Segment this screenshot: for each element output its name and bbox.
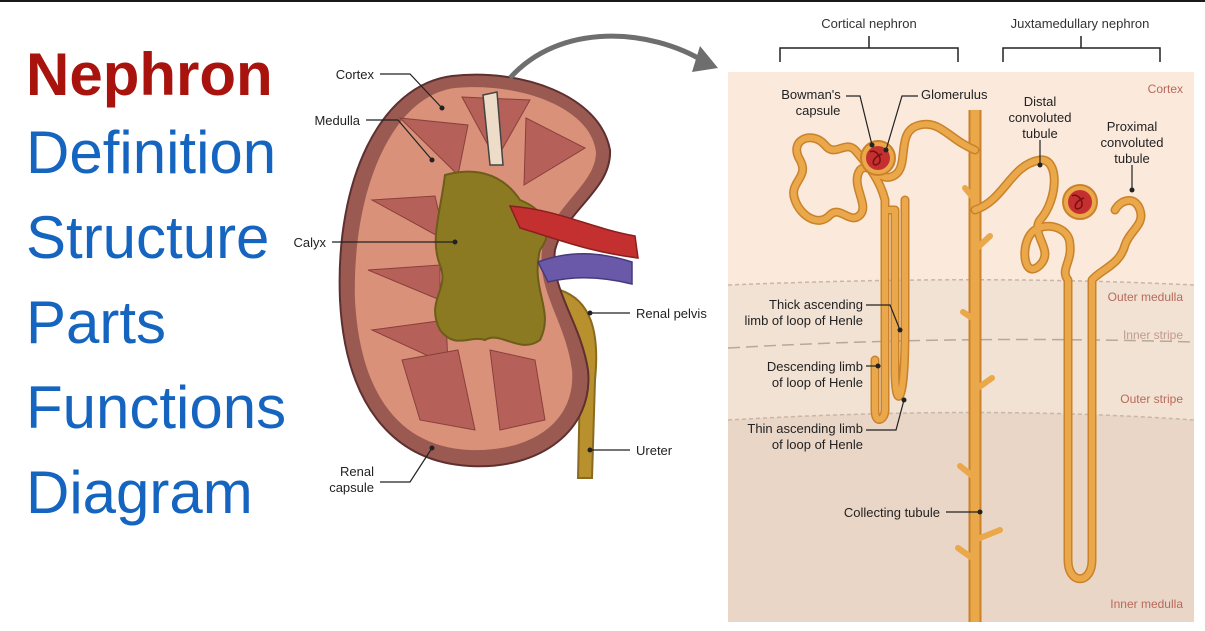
- zoom-arrow-head: [692, 46, 718, 72]
- nephron-brackets: [779, 36, 1161, 62]
- top-border: [0, 0, 1205, 2]
- label-calyx: Calyx: [293, 235, 326, 250]
- label-medulla: Medulla: [314, 113, 360, 128]
- label-renal-capsule-1: Renal: [340, 464, 374, 479]
- topic-functions[interactable]: Functions: [26, 374, 287, 441]
- label-ureter: Ureter: [636, 443, 673, 458]
- glomerulus-cortical: [860, 140, 896, 176]
- label-collecting-tubule: Collecting tubule: [844, 505, 940, 520]
- label-cortical-nephron: Cortical nephron: [821, 16, 916, 31]
- label-thin-2: of loop of Henle: [772, 437, 863, 452]
- zone-label-cortex: Cortex: [1148, 82, 1183, 96]
- label-thick-1: Thick ascending: [769, 297, 863, 312]
- label-distal-2: convoluted: [1009, 110, 1072, 125]
- label-desc-2: of loop of Henle: [772, 375, 863, 390]
- label-desc-1: Descending limb: [767, 359, 863, 374]
- renal-artery: [508, 205, 639, 259]
- label-distal-3: tubule: [1022, 126, 1057, 141]
- label-renal-capsule-2: capsule: [329, 480, 374, 495]
- topic-diagram[interactable]: Diagram: [26, 459, 253, 526]
- collecting-tubule-shape: [955, 110, 1003, 622]
- zone-label-inner-stripe: Inner stripe: [1123, 328, 1183, 342]
- kidney-illustration: [338, 33, 718, 479]
- nephron-leaders: [846, 95, 1133, 513]
- topic-definition[interactable]: Definition: [26, 119, 277, 186]
- label-thick-2: limb of loop of Henle: [744, 313, 863, 328]
- label-bowmans-2: capsule: [796, 103, 841, 118]
- label-renal-pelvis: Renal pelvis: [636, 306, 707, 321]
- label-distal-1: Distal: [1024, 94, 1057, 109]
- label-bowmans-1: Bowman's: [781, 87, 841, 102]
- label-cortex: Cortex: [336, 67, 375, 82]
- page-title: Nephron: [26, 41, 273, 108]
- glomerulus-juxtamedullary: [1062, 184, 1098, 220]
- label-proximal-3: tubule: [1114, 151, 1149, 166]
- zone-label-outer-medulla: Outer medulla: [1108, 290, 1184, 304]
- zone-label-inner-medulla: Inner medulla: [1110, 597, 1183, 611]
- label-thin-1: Thin ascending limb: [747, 421, 863, 436]
- label-proximal-1: Proximal: [1107, 119, 1158, 134]
- nephron-highlight-box: [482, 91, 504, 166]
- topic-structure[interactable]: Structure: [26, 204, 270, 271]
- topic-list: Nephron Definition Structure Parts Funct…: [26, 40, 286, 535]
- medulla-pyramids: [367, 96, 587, 431]
- label-glomerulus: Glomerulus: [921, 87, 988, 102]
- zone-inner-medulla-bg: [728, 412, 1194, 622]
- juxtamedullary-nephron-tubule: [970, 155, 1146, 584]
- label-proximal-2: convoluted: [1101, 135, 1164, 150]
- zoom-arrow: [508, 33, 707, 80]
- renal-vein: [536, 253, 633, 285]
- topic-parts[interactable]: Parts: [26, 289, 167, 356]
- label-juxtamedullary-nephron: Juxtamedullary nephron: [1011, 16, 1150, 31]
- kidney-leaders: [332, 73, 630, 483]
- zone-label-outer-stripe: Outer stripe: [1120, 392, 1183, 406]
